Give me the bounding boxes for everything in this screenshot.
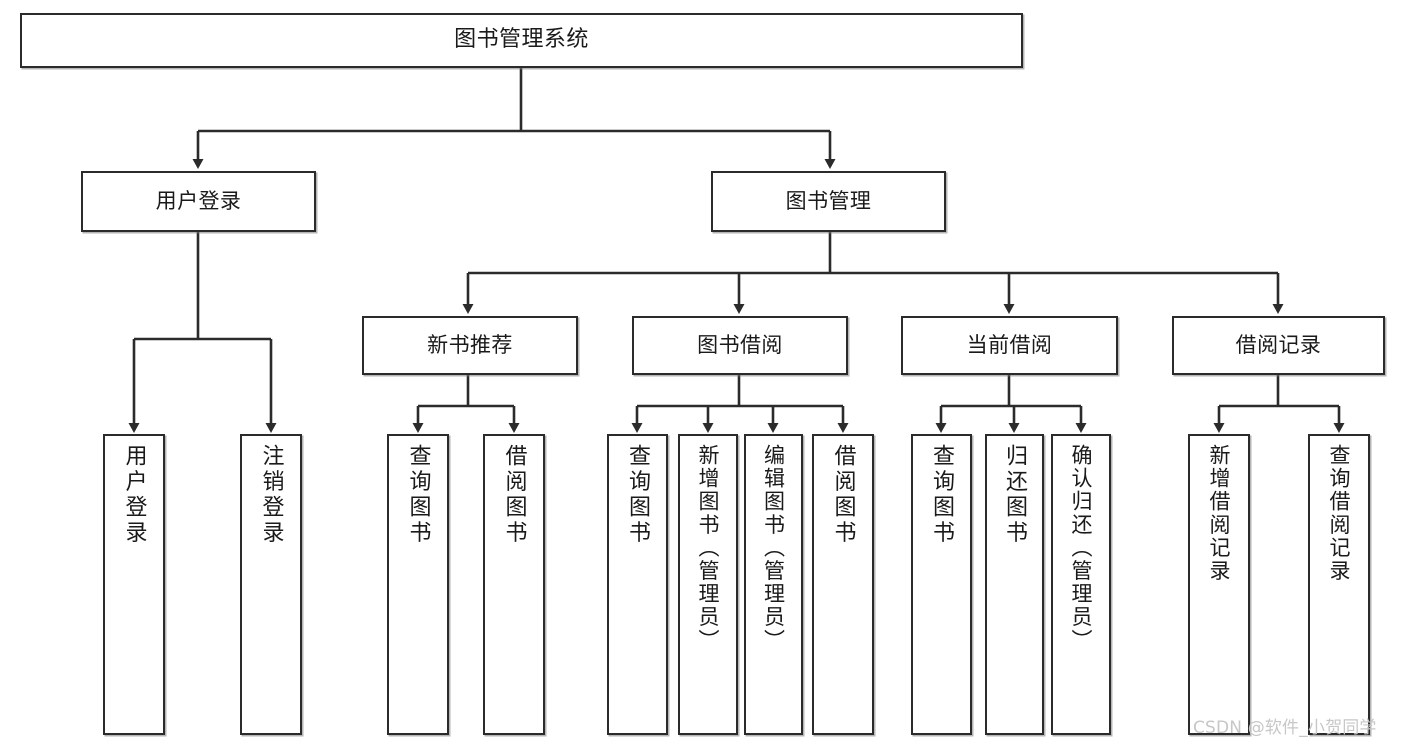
leaf-query-books-current[interactable]: 查询图书 xyxy=(911,434,972,735)
node-user-login[interactable]: 用户登录 xyxy=(81,171,316,232)
node-book-management-label: 图书管理 xyxy=(785,188,872,213)
node-book-borrow[interactable]: 图书借阅 xyxy=(632,316,848,375)
leaf-return-books[interactable]: 归还图书 xyxy=(985,434,1044,735)
leaf-query-borrow-record-label: 查询借阅记录 xyxy=(1327,444,1352,583)
leaf-edit-book-admin-label: 编辑图书（管理员） xyxy=(761,444,786,652)
leaf-query-books-recommend-label: 查询图书 xyxy=(405,444,431,547)
node-new-book-recommend[interactable]: 新书推荐 xyxy=(362,316,578,375)
leaf-add-borrow-record[interactable]: 新增借阅记录 xyxy=(1188,434,1250,735)
node-current-borrow-label: 当前借阅 xyxy=(966,332,1053,357)
leaf-query-books-borrow-label: 查询图书 xyxy=(625,444,651,547)
node-borrow-records[interactable]: 借阅记录 xyxy=(1172,316,1385,375)
leaf-user-login[interactable]: 用户登录 xyxy=(103,434,165,735)
leaf-borrow-books-recommend[interactable]: 借阅图书 xyxy=(483,434,545,735)
node-current-borrow[interactable]: 当前借阅 xyxy=(901,316,1118,375)
leaf-query-books-recommend[interactable]: 查询图书 xyxy=(387,434,449,735)
leaf-borrow-books-label: 借阅图书 xyxy=(830,444,856,547)
leaf-borrow-books-recommend-label: 借阅图书 xyxy=(501,444,527,547)
node-user-login-label: 用户登录 xyxy=(155,188,242,213)
leaf-query-borrow-record[interactable]: 查询借阅记录 xyxy=(1308,434,1370,735)
leaf-logout-label: 注销登录 xyxy=(258,444,284,547)
leaf-logout[interactable]: 注销登录 xyxy=(240,434,302,735)
leaf-add-borrow-record-label: 新增借阅记录 xyxy=(1207,444,1232,583)
csdn-watermark: CSDN @软件_小贺同学 xyxy=(1193,718,1377,738)
leaf-add-book-admin[interactable]: 新增图书（管理员） xyxy=(678,434,738,735)
leaf-user-login-label: 用户登录 xyxy=(121,444,147,547)
node-new-book-recommend-label: 新书推荐 xyxy=(427,332,513,357)
node-borrow-records-label: 借阅记录 xyxy=(1235,332,1322,357)
node-root-label: 图书管理系统 xyxy=(454,27,589,53)
node-book-borrow-label: 图书借阅 xyxy=(697,332,783,357)
leaf-confirm-return-admin[interactable]: 确认归还（管理员） xyxy=(1051,434,1111,735)
leaf-return-books-label: 归还图书 xyxy=(1002,444,1028,547)
leaf-confirm-return-admin-label: 确认归还（管理员） xyxy=(1069,444,1094,652)
leaf-query-books-borrow[interactable]: 查询图书 xyxy=(607,434,668,735)
leaf-add-book-admin-label: 新增图书（管理员） xyxy=(696,444,721,652)
node-root[interactable]: 图书管理系统 xyxy=(20,13,1023,68)
leaf-edit-book-admin[interactable]: 编辑图书（管理员） xyxy=(744,434,803,735)
leaf-query-books-current-label: 查询图书 xyxy=(929,444,955,547)
leaf-borrow-books[interactable]: 借阅图书 xyxy=(812,434,874,735)
node-book-management[interactable]: 图书管理 xyxy=(711,171,946,232)
